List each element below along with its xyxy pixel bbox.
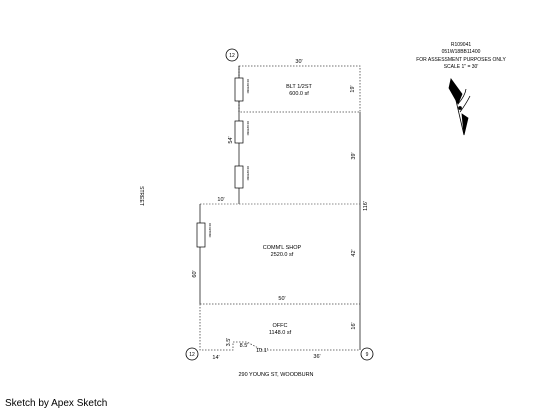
dim-offc-right: 16'	[351, 322, 357, 329]
dim-upper-left: 54'	[228, 136, 234, 143]
assessment-note: FOR ASSESSMENT PURPOSES ONLY	[416, 57, 506, 63]
marker-bottom-right: 9	[360, 347, 374, 361]
area-shop-name: COMM'L SHOP	[263, 245, 302, 251]
svg-text:RICHMOND: RICHMOND	[246, 79, 249, 94]
street-label: STREET	[138, 186, 144, 206]
dim-bottom-right: 36'	[313, 354, 320, 360]
marker-top: 12	[225, 48, 239, 62]
area-offc-size: 1148.0 sf	[269, 330, 292, 336]
area-offc	[199, 304, 360, 351]
area-shop-size: 2520.0 sf	[271, 252, 294, 258]
marker-bottom-left: 12	[185, 347, 199, 361]
svg-text:RICHMOND: RICHMOND	[208, 223, 211, 238]
svg-text:RICHMOND: RICHMOND	[246, 166, 249, 181]
window-icon	[196, 77, 244, 248]
svg-text:RICHMOND: RICHMOND	[246, 121, 249, 136]
dim-angle: 10.1'	[256, 348, 268, 354]
dim-right-total: 116'	[363, 201, 369, 211]
window-label: RICHMOND RICHMOND RICHMOND RICHMOND	[208, 79, 249, 238]
dim-notch-a: 3.5'	[226, 338, 232, 347]
dim-shop-bottom: 50'	[278, 296, 285, 302]
area-blt	[238, 65, 361, 113]
address-label: 290 YOUNG ST, WOODBURN	[238, 372, 313, 378]
parcel-id: R109041	[451, 42, 472, 48]
dim-shop-left: 60'	[192, 270, 198, 277]
area-blt-name: BLT 1/2ST	[286, 84, 312, 90]
svg-text:9: 9	[366, 352, 369, 358]
area-offc-name: OFFC	[273, 323, 288, 329]
watermark: Sketch by Apex Sketch	[5, 398, 108, 409]
dim-right-mid: 39'	[351, 152, 357, 159]
dim-top-width: 30'	[295, 59, 302, 65]
account-number: 051W18BB11400	[442, 49, 481, 55]
north-arrow-icon	[448, 78, 471, 136]
dim-bottom-left: 14'	[212, 355, 219, 361]
dim-blt-right: 19'	[350, 85, 356, 92]
dim-shop-right: 42'	[351, 249, 357, 256]
svg-text:12: 12	[189, 352, 195, 358]
dim-notch-b: 8.5'	[240, 343, 249, 349]
dim-step: 10'	[217, 197, 224, 203]
scale-note: SCALE 1" = 30'	[444, 64, 479, 70]
svg-text:12: 12	[229, 53, 235, 59]
area-blt-size: 600.0 sf	[289, 91, 309, 97]
